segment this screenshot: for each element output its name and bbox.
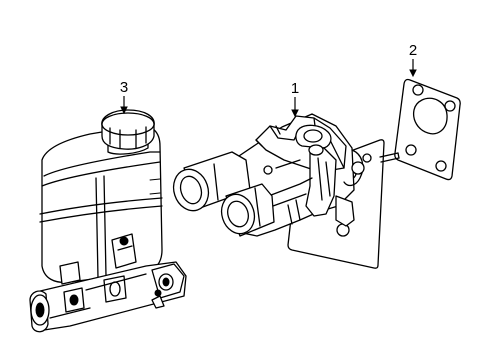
master-cylinder-icon: [29, 109, 187, 333]
callout-1-label: 1: [291, 80, 299, 97]
callout-3-label: 3: [120, 79, 128, 96]
callout-2: 2: [409, 42, 417, 78]
brake-booster-icon: [172, 113, 400, 269]
callout-3: 3: [120, 79, 128, 115]
callout-1: 1: [291, 80, 299, 118]
callout-2-label: 2: [409, 42, 417, 59]
gasket-icon: [394, 78, 461, 181]
